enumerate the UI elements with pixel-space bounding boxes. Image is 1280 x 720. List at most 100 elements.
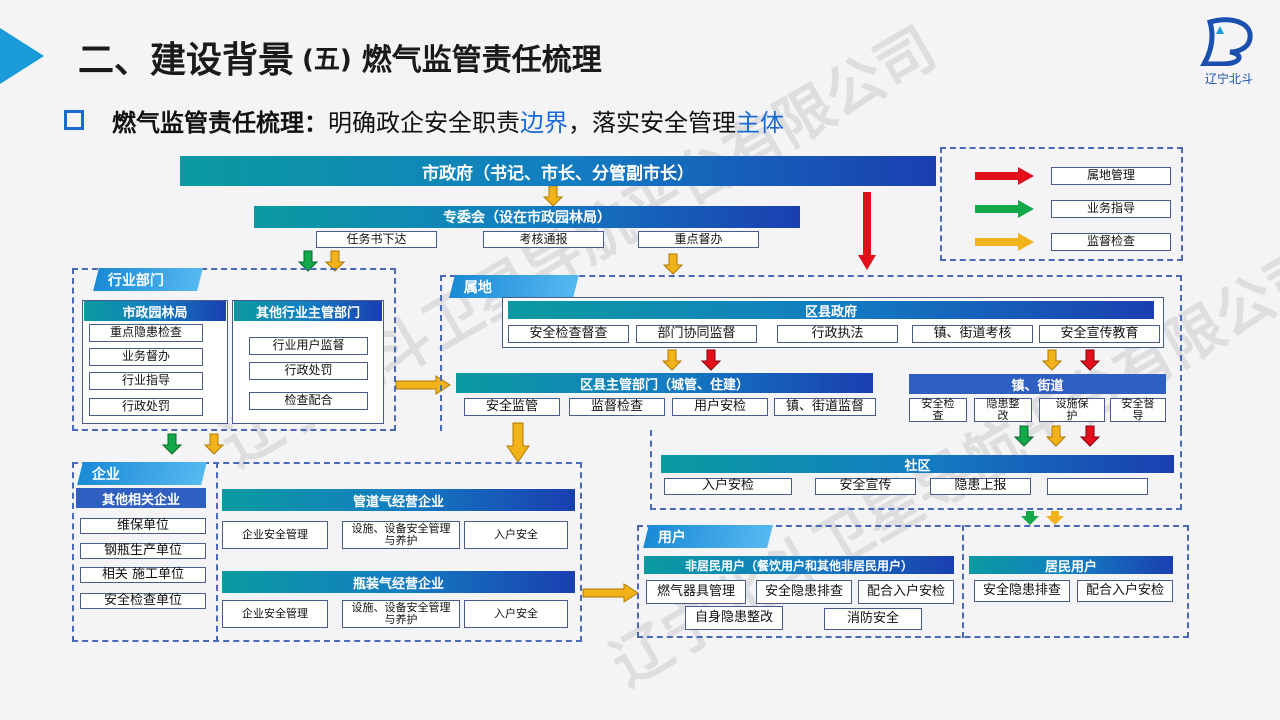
district-item-4: 镇、街道考核 — [912, 325, 1033, 343]
arrow-committee-territory — [663, 253, 683, 275]
community-item-3: 隐患上报 — [930, 478, 1031, 495]
subtitle-blue-2: 主体 — [736, 108, 784, 137]
other-enterprise-header: 其他相关企业 — [76, 488, 206, 508]
industry-right-item-2: 行政处罚 — [249, 362, 368, 380]
district-item-5: 安全宣传教育 — [1039, 325, 1160, 343]
district-item-3: 行政执法 — [777, 325, 898, 343]
arrow-community-users-yellow — [1046, 511, 1064, 525]
community-item-1: 入户安检 — [664, 478, 792, 495]
town-bar: 镇、街道 — [909, 374, 1166, 394]
nonresident-item-2: 安全隐患排查 — [756, 580, 852, 604]
arrow-industry-enterprise-green — [162, 433, 182, 455]
arrow-city-committee — [543, 185, 563, 207]
district-gov-bar: 区县政府 — [508, 301, 1154, 320]
dept-item-2: 监督检查 — [569, 398, 665, 416]
nonresident-item-5: 消防安全 — [824, 608, 922, 630]
arrow-community-users-green — [1021, 511, 1039, 525]
industry-left-item-4: 行政处罚 — [89, 398, 203, 416]
logo-icon — [1199, 17, 1253, 67]
subtitle-text-2: ，落实安全管理 — [568, 108, 736, 137]
territory-tab-label: 属地 — [464, 279, 492, 296]
arrow-dept-enterprise — [506, 422, 530, 463]
logo: 辽宁北斗 — [1196, 14, 1262, 86]
committee-item-report: 考核通报 — [483, 231, 604, 248]
legend-label-supervision: 监督检查 — [1051, 233, 1171, 251]
committee-item-task: 任务书下达 — [316, 231, 437, 248]
title-rest: 燃气监管责任梳理 — [361, 43, 602, 78]
city-government-bar: 市政府（书记、市长、分管副市长） — [180, 156, 936, 186]
district-item-2: 部门协同监督 — [636, 325, 757, 343]
industry-left-item-3: 行业指导 — [89, 372, 203, 390]
industry-right-item-1: 行业用户监督 — [249, 337, 368, 355]
enterprise-panel — [72, 462, 582, 642]
pipe-gas-item-1: 企业安全管理 — [222, 521, 328, 549]
legend-label-guidance: 业务指导 — [1051, 200, 1171, 218]
arrow-enterprise-users — [582, 583, 639, 603]
industry-left-header: 市政园林局 — [84, 301, 226, 321]
resident-users-header: 居民用户 — [969, 556, 1173, 575]
industry-left-item-2: 业务督办 — [89, 348, 203, 366]
town-bar-label: 镇、街道 — [1011, 378, 1064, 394]
legend-green-arrow-icon — [975, 200, 1034, 218]
users-tab: 用户 — [643, 525, 773, 548]
other-enterprise-item-1: 维保单位 — [80, 518, 206, 534]
dept-item-1: 安全监管 — [464, 398, 560, 416]
bottle-gas-item-1: 企业安全管理 — [222, 600, 328, 628]
subtitle-blue-1: 边界 — [520, 108, 568, 137]
community-panel — [650, 430, 1182, 510]
industry-panel — [72, 268, 396, 431]
pipe-gas-item-2: 设施、设备安全管理与养护 — [342, 521, 460, 549]
community-item-4 — [1047, 478, 1148, 495]
bottle-gas-item-3: 入户安全 — [464, 600, 568, 628]
dept-item-3: 用户安检 — [672, 398, 768, 416]
other-enterprise-item-4: 安全检查单位 — [80, 593, 206, 609]
district-item-1: 安全检查督查 — [508, 325, 629, 343]
nonresident-users-header: 非居民用户（餐饮用户和其他非居民用户） — [644, 556, 954, 574]
committee-item-supervise: 重点督办 — [638, 231, 759, 248]
industry-tab-label: 行业部门 — [108, 272, 164, 289]
nonresident-item-1: 燃气器具管理 — [646, 580, 746, 604]
enterprise-tab-label: 企业 — [92, 466, 120, 483]
users-divider — [962, 525, 964, 638]
title-paren: (五) — [302, 44, 352, 75]
legend-red-arrow-icon — [975, 167, 1034, 185]
other-enterprise-item-2: 钢瓶生产单位 — [80, 543, 206, 559]
district-dept-bar: 区县主管部门（城管、住建） — [456, 373, 873, 393]
legend-panel — [940, 147, 1183, 261]
logo-caption: 辽宁北斗 — [1204, 72, 1253, 86]
legend-label-territory: 属地管理 — [1051, 167, 1171, 185]
enterprise-divider — [216, 462, 218, 642]
resident-item-2: 配合入户安检 — [1077, 580, 1173, 602]
town-item-2: 隐患整改 — [974, 397, 1032, 422]
industry-tab: 行业部门 — [93, 268, 203, 291]
bottle-gas-header: 瓶装气经营企业 — [222, 571, 575, 593]
bullet-square-icon — [64, 110, 84, 130]
bottle-gas-item-2: 设施、设备安全管理与养护 — [342, 600, 460, 628]
subtitle: 燃气监管责任梳理： 明确政企安全职责 边界 ，落实安全管理 主体 — [64, 104, 784, 137]
territory-tab: 属地 — [449, 275, 579, 298]
arrow-industry-enterprise-yellow — [204, 433, 224, 455]
legend-yellow-arrow-icon — [975, 233, 1034, 251]
committee-bar: 专委会（设在市政园林局） — [254, 206, 800, 228]
town-item-3: 设施保护 — [1039, 397, 1105, 422]
resident-item-1: 安全隐患排查 — [974, 580, 1070, 602]
industry-right-item-3: 检查配合 — [249, 392, 368, 410]
enterprise-tab: 企业 — [77, 462, 207, 485]
territory-panel — [440, 275, 1182, 431]
users-tab-label: 用户 — [658, 529, 686, 546]
dept-item-4: 镇、街道监督 — [774, 398, 876, 416]
pipe-gas-header: 管道气经营企业 — [222, 489, 575, 511]
arrow-industry-dept — [395, 375, 451, 395]
industry-right-header: 其他行业主管部门 — [234, 301, 382, 321]
town-item-4: 安全督导 — [1110, 397, 1166, 422]
industry-left-item-1: 重点隐患检查 — [89, 324, 203, 342]
nonresident-item-4: 自身隐患整改 — [685, 606, 783, 630]
other-enterprise-header-label: 其他相关企业 — [101, 492, 180, 508]
page-title: 二、建设背景 (五) 燃气监管责任梳理 — [78, 32, 602, 82]
community-bar: 社区 — [661, 455, 1174, 474]
town-item-1: 安全检查 — [909, 397, 967, 422]
community-item-2: 安全宣传 — [815, 478, 916, 495]
arrow-city-territory — [858, 192, 876, 270]
subtitle-text-1: 明确政企安全职责 — [328, 108, 520, 137]
